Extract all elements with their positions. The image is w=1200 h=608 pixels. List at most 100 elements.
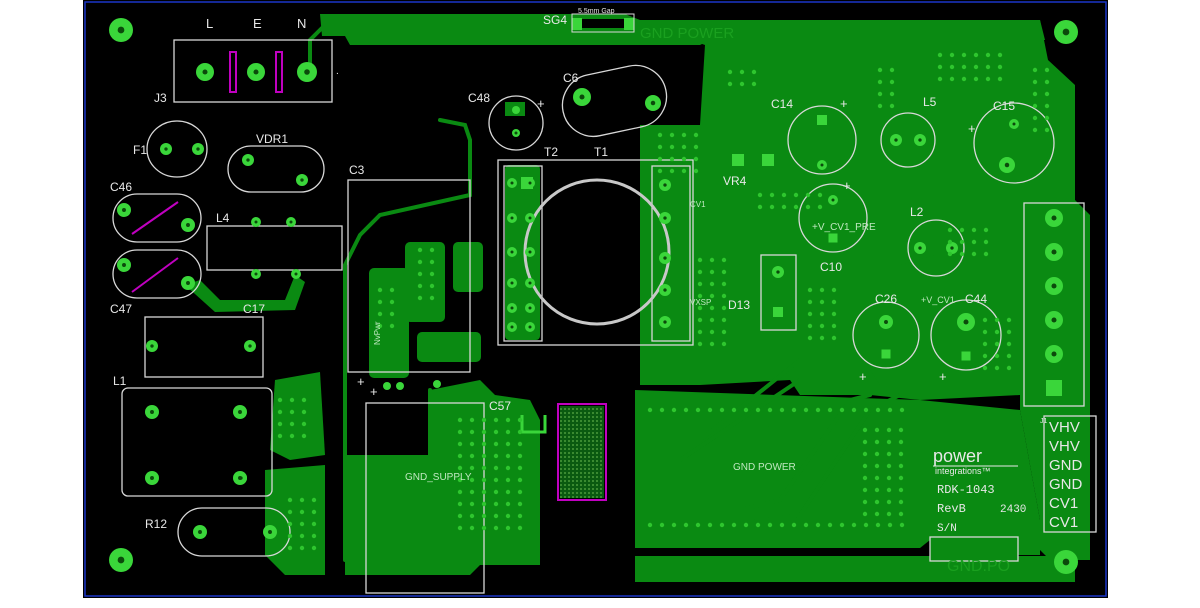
cluster-p-via <box>417 295 423 301</box>
vdr1-pad-1-hole <box>246 158 250 162</box>
cluster-l-via <box>839 407 845 413</box>
c46-slot <box>131 201 179 235</box>
label-c15: C15 <box>993 99 1015 113</box>
label-sg4: SG4 <box>543 13 567 27</box>
cluster-l-via <box>899 407 905 413</box>
label-c44: C44 <box>965 292 987 306</box>
cluster-n-via <box>898 475 904 481</box>
cluster-f-via <box>697 257 703 263</box>
cluster-m-via <box>647 522 653 528</box>
cluster-n-via <box>886 511 892 517</box>
cluster-n-via <box>874 487 880 493</box>
cluster-l-via <box>743 407 749 413</box>
c14-pad-2-hole <box>820 163 824 167</box>
label-l4: L4 <box>216 211 230 225</box>
cluster-f-via <box>709 293 715 299</box>
cluster-i-via <box>481 441 487 447</box>
cluster-f-via <box>709 281 715 287</box>
cluster-o-via <box>377 323 383 329</box>
l4-pad-1-hole <box>254 220 258 224</box>
cluster-p-via <box>429 271 435 277</box>
cluster-n-via <box>862 439 868 445</box>
t2-pin-l-1-hole <box>510 216 514 220</box>
l1-pad-3-hole <box>150 476 154 480</box>
cluster-m-via <box>767 522 773 528</box>
cluster-j-via <box>289 409 295 415</box>
cluster-c-via <box>769 204 775 210</box>
t2-pin-r-4-hole <box>528 306 532 310</box>
cluster-i-via <box>469 429 475 435</box>
l1-outline <box>121 387 273 497</box>
net-label-v-cv1-pre: +V_CV1_PRE <box>812 222 876 233</box>
plus-c10: + <box>843 178 851 193</box>
label-c57: C57 <box>489 399 511 413</box>
cluster-m-via <box>899 522 905 528</box>
cluster-c-via <box>817 192 823 198</box>
plus-c44: + <box>939 369 947 384</box>
cluster-i-via <box>481 525 487 531</box>
left-pad-1-hole <box>239 476 243 480</box>
cluster-e-via <box>973 76 979 82</box>
trace-diag-2 <box>638 378 862 462</box>
cluster-g-via <box>807 311 813 317</box>
cluster-q-via <box>971 227 977 233</box>
cluster-k-via <box>311 533 317 539</box>
cluster-i-via <box>517 453 523 459</box>
j1-pin-4-hole <box>1051 317 1057 323</box>
cluster-i-via <box>481 453 487 459</box>
cluster-i-via <box>457 513 463 519</box>
cluster-n-via <box>862 487 868 493</box>
cluster-b-via <box>693 132 699 138</box>
j3-slot-2 <box>275 51 283 93</box>
label-c26: C26 <box>875 292 897 306</box>
j3-slot-1 <box>229 51 237 93</box>
label-c46: C46 <box>110 180 132 194</box>
cluster-p-via <box>429 283 435 289</box>
cluster-i-via <box>457 429 463 435</box>
t1-pin-4-hole <box>663 320 667 324</box>
l4-pad-4-hole <box>294 272 298 276</box>
l2-pad-1-hole <box>918 246 922 250</box>
sn-box <box>929 536 1019 562</box>
label-vdr1: VDR1 <box>256 132 288 146</box>
plus-c57: + <box>370 384 378 399</box>
cluster-i-via <box>457 465 463 471</box>
r12-pad-1-hole <box>198 530 202 534</box>
trace-diag-1 <box>638 358 842 442</box>
silkscreen-outlines <box>112 39 1097 594</box>
cluster-n-via <box>862 451 868 457</box>
d13-pad-1-hole <box>776 270 780 274</box>
c47-pad-2-hole <box>186 281 190 285</box>
cluster-a-via <box>727 81 733 87</box>
cluster-i-via <box>481 465 487 471</box>
cluster-i-via <box>517 513 523 519</box>
cluster-n-via <box>862 427 868 433</box>
c47-slot <box>131 257 179 293</box>
cluster-l-via <box>659 407 665 413</box>
j3-pad-l-hole <box>202 69 208 75</box>
cluster-n-via <box>874 439 880 445</box>
t2-pin-r-0-hole <box>528 181 532 185</box>
conn-label-4: GND <box>1049 476 1083 493</box>
cluster-a-via <box>727 69 733 75</box>
copper-t2-pads <box>505 165 540 340</box>
cluster-n-via <box>886 487 892 493</box>
t2-pin-r-3-hole <box>528 281 532 285</box>
c10-pad-1-hole <box>831 198 835 202</box>
c6-outline <box>561 64 668 138</box>
cluster-r-via <box>1044 79 1050 85</box>
cluster-f-via <box>709 341 715 347</box>
cluster-m-via <box>779 522 785 528</box>
cluster-k-via <box>311 521 317 527</box>
cluster-n-via <box>898 427 904 433</box>
cluster-l-via <box>827 407 833 413</box>
cluster-n-via <box>886 451 892 457</box>
transformer-outline <box>497 159 694 346</box>
cluster-i-via <box>517 489 523 495</box>
cluster-f-via <box>721 257 727 263</box>
cluster-k-via <box>311 509 317 515</box>
cluster-h-via <box>1006 341 1012 347</box>
l2-pad-2-hole <box>950 246 954 250</box>
t2-pin-l-2-hole <box>510 250 514 254</box>
cluster-i-via <box>481 501 487 507</box>
